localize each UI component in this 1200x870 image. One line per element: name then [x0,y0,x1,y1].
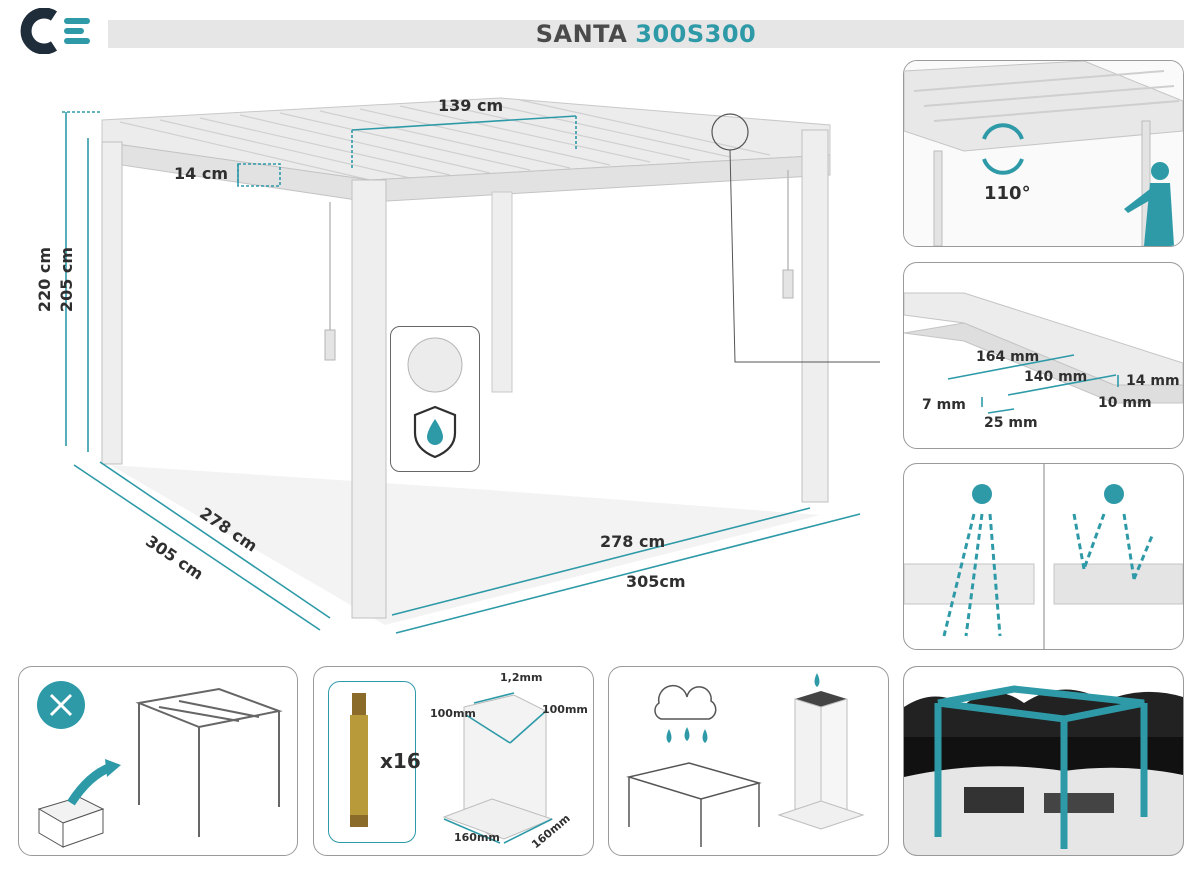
post-side-b: 100mm [542,703,588,716]
sun-icon [972,484,1124,504]
rotate-arrow-icon [982,123,1024,175]
bolt-icon [350,693,368,827]
dim-beam-height: 14 cm [174,164,228,183]
dim-height-total: 220 cm [35,246,55,313]
post-base-a: 160mm [454,831,500,844]
slat-width-inner: 140 mm [1024,369,1088,385]
post-anchor-panel: x16 1,2mm 100mm 100mm 160mm 160mm [313,666,594,856]
page-title: SANTA 300S300 [108,20,1184,48]
brand-logo [14,7,94,55]
dim-width-outer: 305cm [626,572,686,591]
dim-width-top: 139 cm [438,96,504,115]
water-drop-shield-icon [413,405,457,459]
title-model: 300S300 [635,20,757,48]
rotation-panel: 110° [903,60,1184,247]
person-icon [1124,162,1174,246]
title-prefix: SANTA [535,20,628,48]
slat-gap: 10 mm [1098,395,1152,411]
slat-lip: 7 mm [922,397,966,413]
slat-width-outer: 164 mm [976,349,1040,365]
drainage-panel [608,666,889,856]
slat-height: 14 mm [1126,373,1180,389]
rotation-angle: 110° [984,183,1031,204]
logo-icon [20,7,90,55]
dim-height-inner: 205 cm [57,246,77,313]
bolt-count: x16 [380,749,421,773]
dim-width-inner: 278 cm [600,532,666,551]
slat-groove: 25 mm [984,415,1038,431]
pergola-drawing [62,97,880,634]
slat-profile-panel: 164 mm 140 mm 14 mm 7 mm 10 mm 25 mm [903,262,1184,449]
color-swatch [407,337,463,393]
cloud-icon [654,685,717,720]
garden-photo-panel [903,666,1184,856]
sun-shade-panel [903,463,1184,650]
post-side-a: 100mm [430,707,476,720]
post-thickness: 1,2mm [500,671,543,684]
assembly-panel [18,666,298,856]
feature-badge [390,326,480,472]
tools-icon [37,681,85,729]
main-pergola-diagram: 139 cm 14 cm 220 cm 205 cm 278 cm 305 cm… [35,80,880,650]
bolt-box [328,681,416,843]
